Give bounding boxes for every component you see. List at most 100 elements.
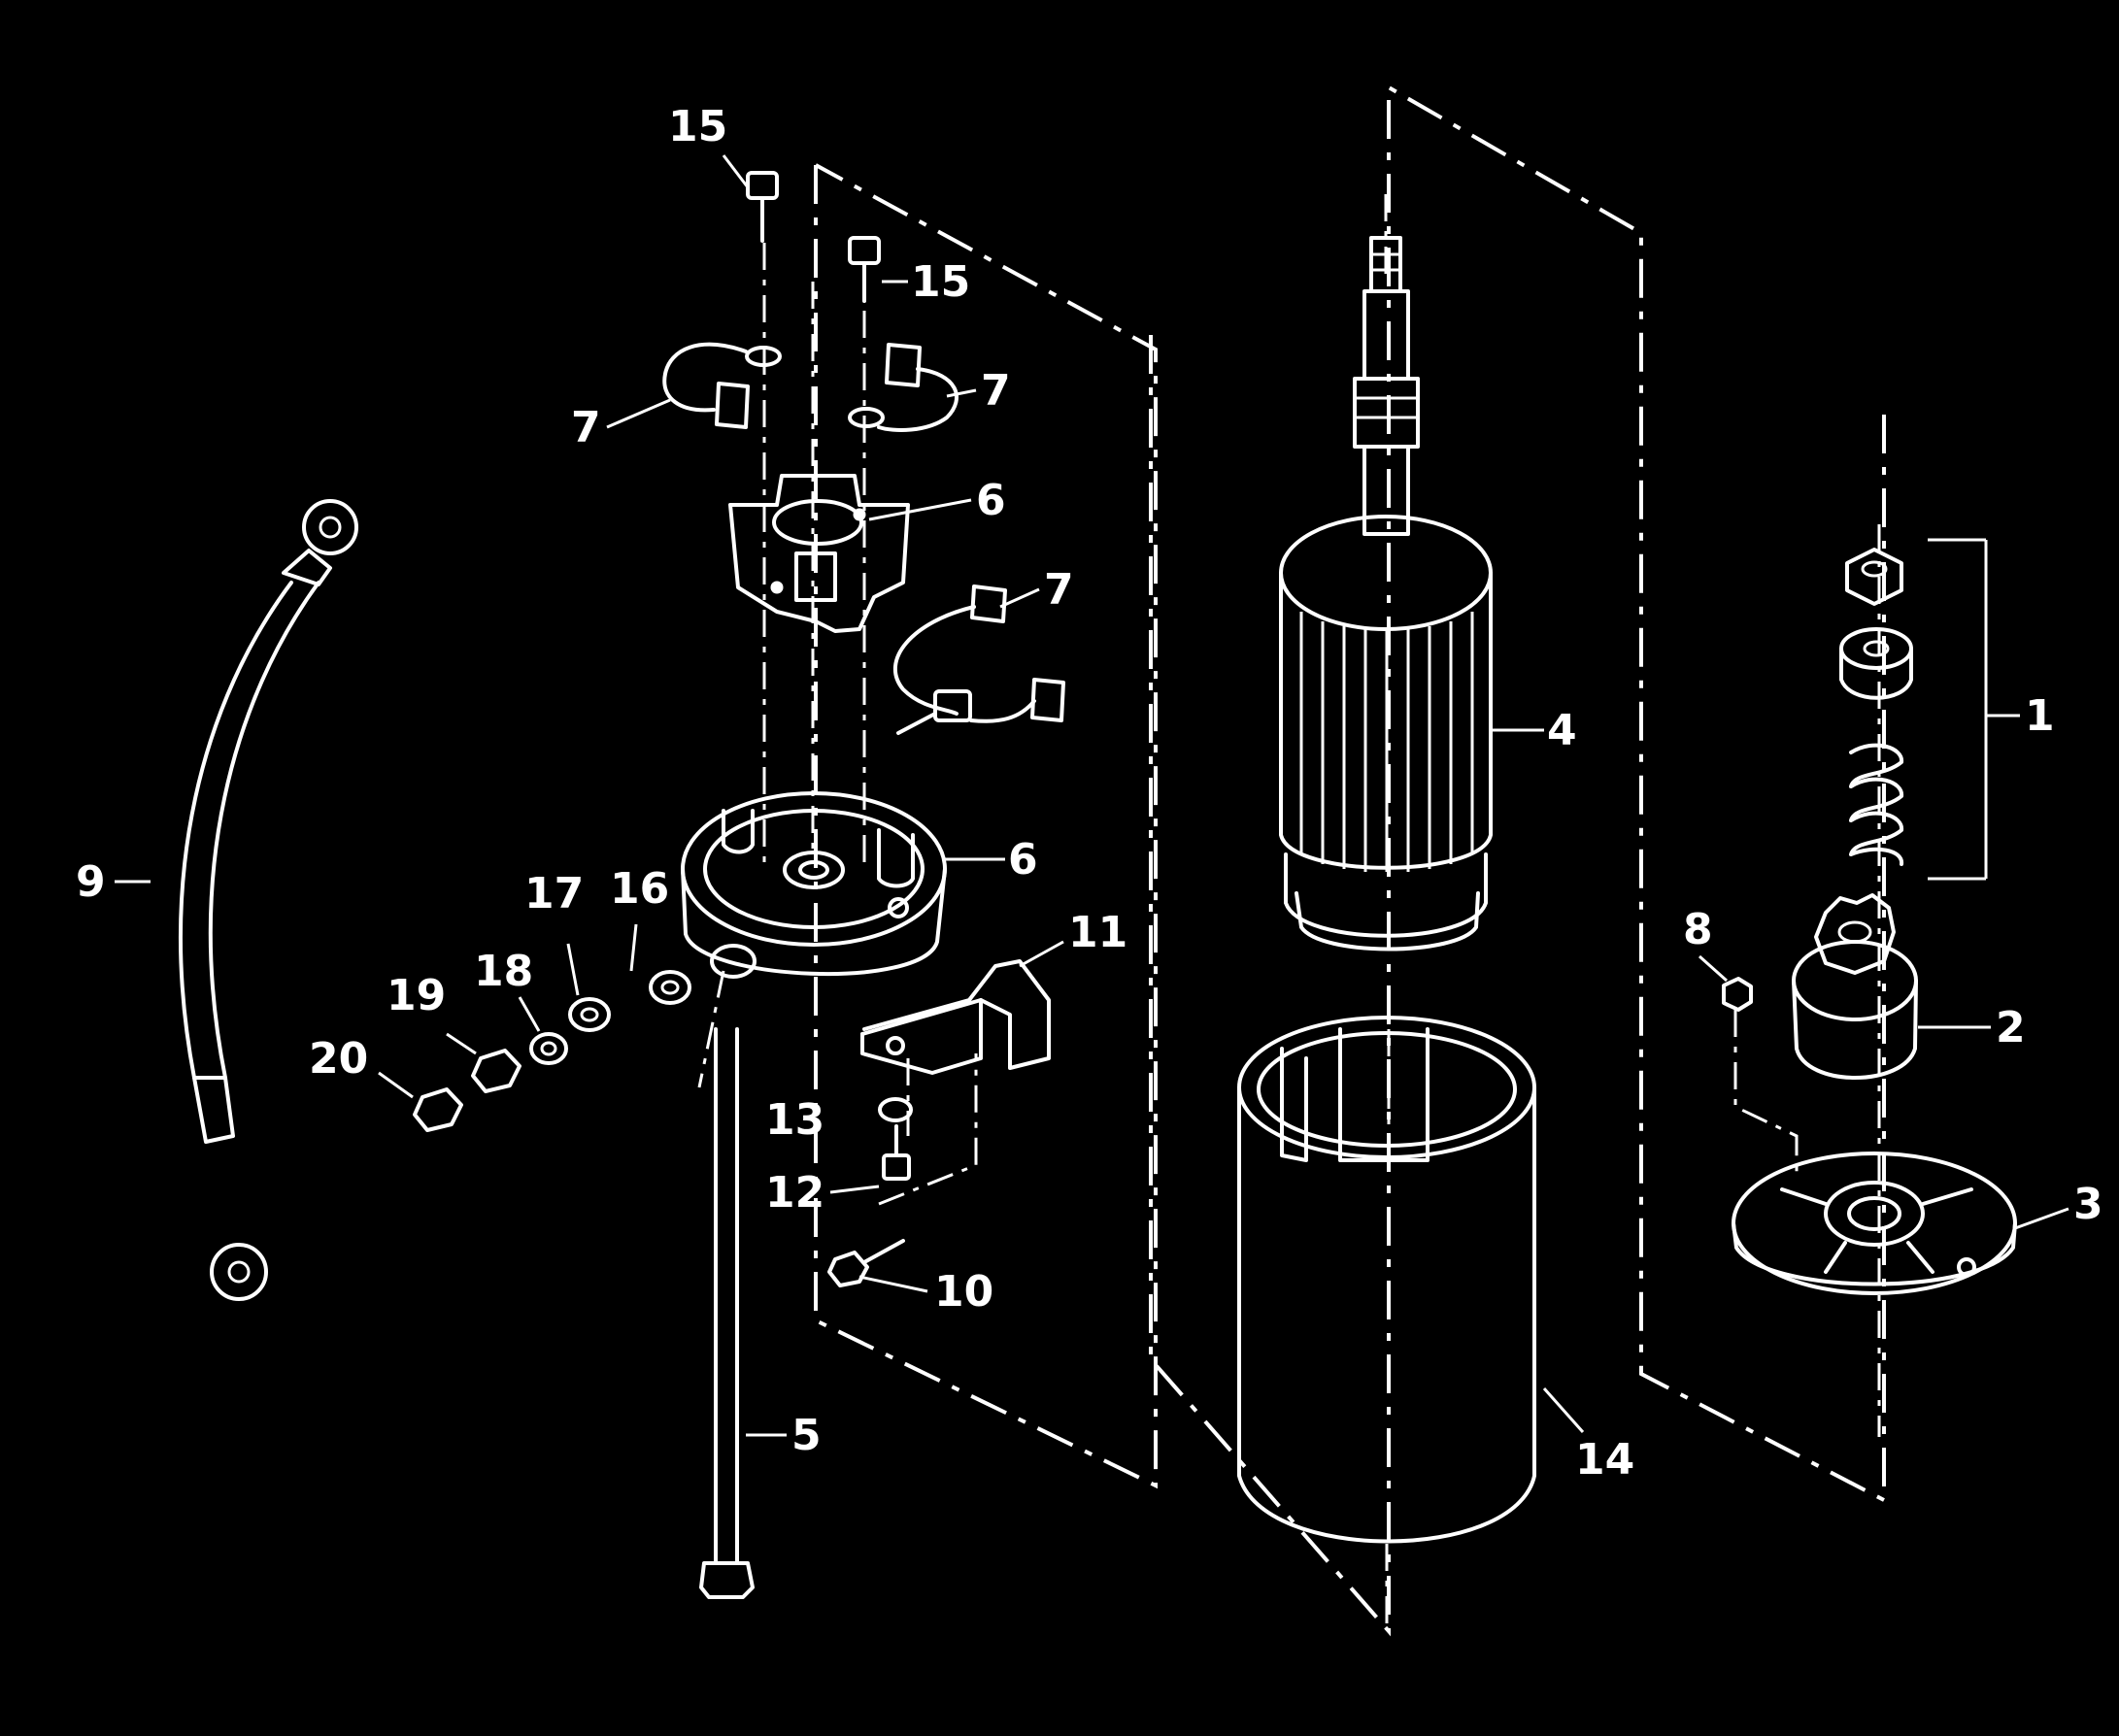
callout-4: 4 xyxy=(1547,706,1577,755)
screw-15a-head xyxy=(746,171,779,200)
leader-12 xyxy=(829,1185,880,1194)
lockwasher-13 xyxy=(878,1097,913,1122)
callout-7c: 7 xyxy=(1044,565,1074,615)
screw-10-shank xyxy=(862,1239,905,1264)
end-cap-wall xyxy=(681,867,947,977)
bracket-11-hole xyxy=(886,1036,905,1055)
spacer-hole xyxy=(1863,640,1890,657)
drive-end-cap-edge xyxy=(1732,1221,2017,1286)
leader-14 xyxy=(1542,1387,1585,1433)
brush-lead-top xyxy=(970,584,1007,623)
bracket-assembly xyxy=(827,959,1051,1287)
end-cap-hole xyxy=(888,897,909,918)
cable-ring-top xyxy=(302,499,358,555)
frame-housing-inner-rim xyxy=(1257,1031,1517,1148)
spacer-top xyxy=(1839,627,1913,670)
end-cap-post-left xyxy=(722,809,755,854)
pinion-collar-body xyxy=(1792,979,1918,1080)
end-cap-post-right xyxy=(877,828,915,888)
drive-end-cap-rib-2 xyxy=(1921,1187,1973,1206)
cable-ring-bottom xyxy=(210,1243,268,1301)
washer-18-hole xyxy=(540,1041,557,1056)
armature-splines xyxy=(1353,377,1420,449)
callout-15b: 15 xyxy=(911,257,970,307)
screw-15b-head xyxy=(848,236,881,265)
nut-19 xyxy=(471,1049,521,1093)
pinion-spring xyxy=(1849,743,1903,866)
frame-housing-magnet-back xyxy=(1338,1027,1429,1162)
leader-17 xyxy=(566,943,580,996)
frame-housing xyxy=(1237,1016,1536,1544)
leader-20 xyxy=(378,1071,414,1099)
cable-ring-top-hole xyxy=(319,516,342,539)
leader-11 xyxy=(1019,940,1064,968)
armature-shaft xyxy=(1362,289,1410,381)
brush-springs xyxy=(662,342,1065,735)
washer-18 xyxy=(529,1032,568,1065)
callout-9: 9 xyxy=(76,857,106,907)
drive-end-cap-rib-4 xyxy=(1906,1241,1934,1274)
drive-end-cap-bore xyxy=(1847,1196,1901,1231)
drive-end-cap-hole xyxy=(1957,1257,1976,1277)
axis-nut xyxy=(1733,1010,1799,1180)
callout-2: 2 xyxy=(1996,1003,2026,1052)
callout-18: 18 xyxy=(474,947,533,996)
leader-7b xyxy=(946,388,977,398)
commutator-end-cap xyxy=(681,791,947,979)
callout-12: 12 xyxy=(765,1168,824,1218)
callout-3: 3 xyxy=(2073,1180,2103,1229)
callout-14: 14 xyxy=(1575,1435,1634,1485)
brush-lead-wire xyxy=(892,605,976,716)
screw-15b-washer xyxy=(848,407,885,428)
end-cap-inner-rim xyxy=(703,809,925,929)
screw-10-head xyxy=(827,1251,869,1287)
spring-right-coil xyxy=(877,367,959,432)
leader-7a xyxy=(606,398,671,429)
callout-6a: 6 xyxy=(976,476,1006,525)
frame-housing-body xyxy=(1237,1085,1536,1544)
bracket-11-foot xyxy=(860,998,983,1075)
drive-end-cap-rib-3 xyxy=(1824,1241,1847,1274)
brush-holder xyxy=(728,474,910,633)
nut-20 xyxy=(413,1087,463,1132)
cable-wire-left xyxy=(179,581,293,1080)
pinion-gear xyxy=(1814,893,1896,975)
spring-left-coil xyxy=(662,342,748,413)
cable-wire-right xyxy=(208,581,320,1080)
armature-commutator-bars xyxy=(1295,891,1480,951)
spacer-body xyxy=(1839,647,1913,700)
leader-18 xyxy=(518,996,541,1032)
brush-holder-opening xyxy=(772,499,863,546)
callout-10: 10 xyxy=(934,1267,993,1317)
end-cap-bore xyxy=(798,860,829,880)
brush-lead-stud xyxy=(896,712,937,735)
callouts: 1 2 3 4 5 6 6 7 7 7 8 9 10 11 12 13 14 1… xyxy=(76,102,2103,1485)
callout-15a: 15 xyxy=(668,102,727,151)
leader-lines xyxy=(115,154,2069,1437)
callout-8: 8 xyxy=(1683,905,1713,954)
armature-slots xyxy=(1299,612,1474,872)
washer-17 xyxy=(568,997,611,1032)
leader-15a xyxy=(722,154,750,188)
brush-holder-screws xyxy=(745,171,885,428)
phantom-frame-left xyxy=(814,163,1158,1489)
leader-10 xyxy=(858,1275,928,1293)
frame-housing-magnet-left xyxy=(1280,1047,1308,1162)
brush-lead-wire-2 xyxy=(969,699,1036,723)
phantom-frames xyxy=(814,83,1886,1637)
axis-terminal xyxy=(697,970,725,1088)
washer-16-hole xyxy=(660,980,680,995)
brush-lead-terminal xyxy=(933,689,972,722)
callout-1: 1 xyxy=(2025,691,2055,741)
washer-17-hole xyxy=(580,1007,599,1022)
leader-6a xyxy=(868,498,972,521)
screw-15a-washer xyxy=(745,346,782,367)
terminal-hardware xyxy=(413,970,691,1132)
drive-pinion xyxy=(1792,893,1918,1080)
brush-lead-bottom xyxy=(1030,678,1065,722)
callout-17: 17 xyxy=(524,869,584,918)
end-cap-bearing xyxy=(783,851,845,889)
brush-holder-body xyxy=(728,474,910,633)
leader-16 xyxy=(629,923,638,972)
